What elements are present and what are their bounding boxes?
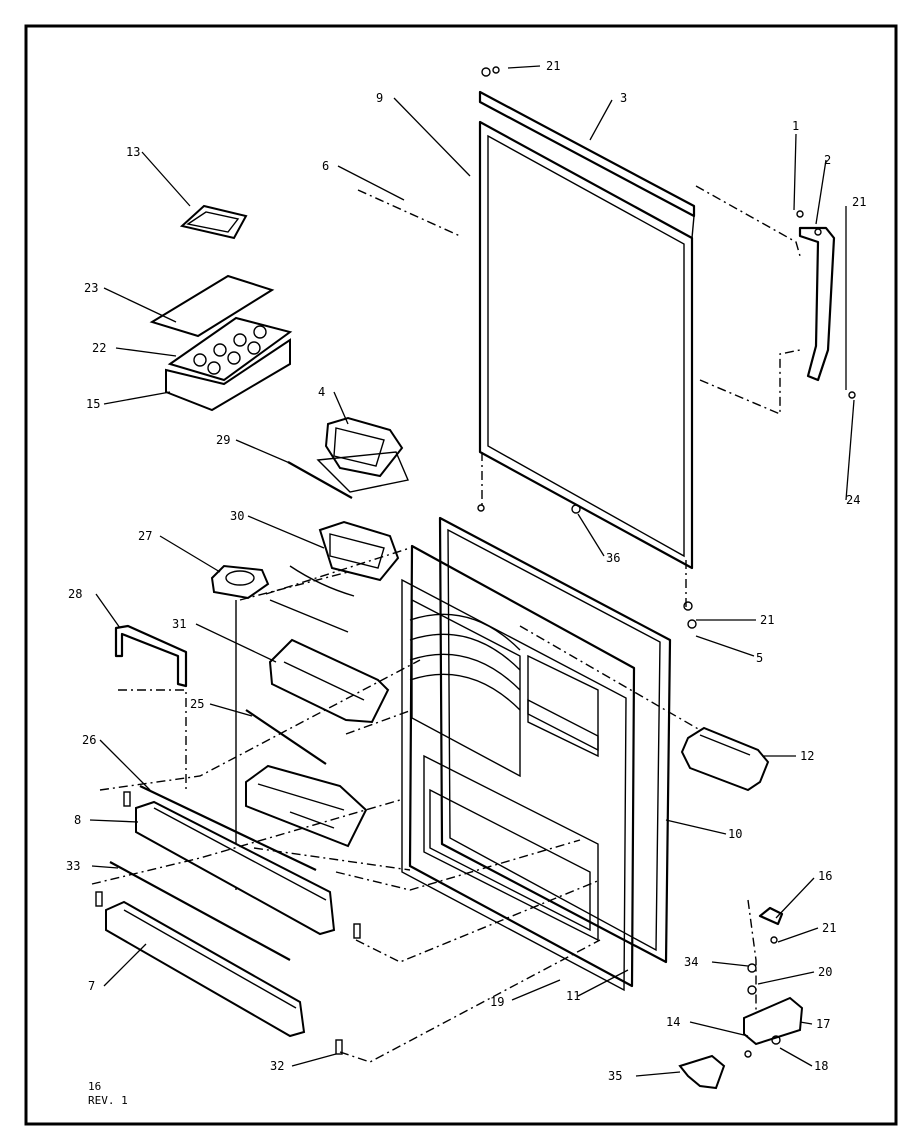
callout-35: 35 [608, 1069, 622, 1083]
callout-31: 31 [172, 617, 186, 631]
callout-14: 14 [666, 1015, 680, 1029]
revision-label: REV. 1 [88, 1094, 128, 1107]
part-23-cover [149, 274, 275, 338]
part-28-bracket [114, 624, 188, 688]
callout-16: 16 [818, 869, 832, 883]
callout-30: 30 [230, 509, 244, 523]
callout-3: 3 [620, 91, 627, 105]
callout-28: 28 [68, 587, 82, 601]
door-panel-assembly [477, 67, 696, 570]
page-number: 16 [88, 1080, 101, 1093]
part-33-bar [109, 861, 291, 961]
callout-36: 36 [606, 551, 620, 565]
callout-23: 23 [84, 281, 98, 295]
callout-6: 6 [322, 159, 329, 173]
callout-11: 11 [566, 989, 580, 1003]
callout-21-top: 21 [546, 59, 560, 73]
part-13-tray [179, 204, 248, 240]
callout-10: 10 [728, 827, 742, 841]
part-29-rail [287, 461, 353, 499]
door-top-cap [478, 90, 696, 218]
callout-15: 15 [86, 397, 100, 411]
screw-36 [571, 504, 581, 514]
callout-8: 8 [74, 813, 81, 827]
callout-9: 9 [376, 91, 383, 105]
callout-13: 13 [126, 145, 140, 159]
callout-21-lower: 21 [822, 921, 836, 935]
callout-24: 24 [846, 493, 860, 507]
diagram-border [24, 24, 898, 1126]
callout-4: 4 [318, 385, 325, 399]
callout-32: 32 [270, 1059, 284, 1073]
part-27-cup [210, 564, 270, 890]
part-30-dish [289, 520, 400, 597]
callout-33: 33 [66, 859, 80, 873]
lower-hinge-assembly [678, 906, 804, 1090]
callout-29: 29 [216, 433, 230, 447]
alignment-lines [91, 185, 801, 1063]
callout-18: 18 [814, 1059, 828, 1073]
callout-21-right: 21 [852, 195, 866, 209]
part-12-cover [680, 726, 770, 792]
leader-lines [89, 65, 855, 1077]
callout-12: 12 [800, 749, 814, 763]
callout-19: 19 [490, 995, 504, 1009]
part-26-bar [139, 785, 317, 871]
callout-27: 27 [138, 529, 152, 543]
part-4-dish [316, 416, 409, 493]
part-8-shelf [135, 800, 336, 936]
part-22-ice-tray [167, 316, 293, 382]
callout-22: 22 [92, 341, 106, 355]
door-liner-assembly [401, 516, 672, 992]
upper-hinge [796, 210, 856, 399]
small-fasteners [95, 66, 697, 1055]
callout-17: 17 [816, 1017, 830, 1031]
callout-labels: 13 23 22 15 4 29 30 27 28 31 25 26 8 33 … [66, 59, 866, 1083]
callout-1: 1 [792, 119, 799, 133]
callout-21-mid: 21 [760, 613, 774, 627]
part-31-shelf [268, 599, 390, 724]
callout-5: 5 [756, 651, 763, 665]
part-7-shelf [105, 900, 306, 1038]
callout-7: 7 [88, 979, 95, 993]
part-25-bar-upper [245, 709, 327, 765]
callout-2: 2 [824, 153, 831, 167]
callout-20: 20 [818, 965, 832, 979]
callout-26: 26 [82, 733, 96, 747]
callout-25-upper: 25 [190, 697, 204, 711]
part-15-bin [165, 338, 291, 412]
part-25-bin-lower [245, 764, 368, 848]
callout-34: 34 [684, 955, 698, 969]
